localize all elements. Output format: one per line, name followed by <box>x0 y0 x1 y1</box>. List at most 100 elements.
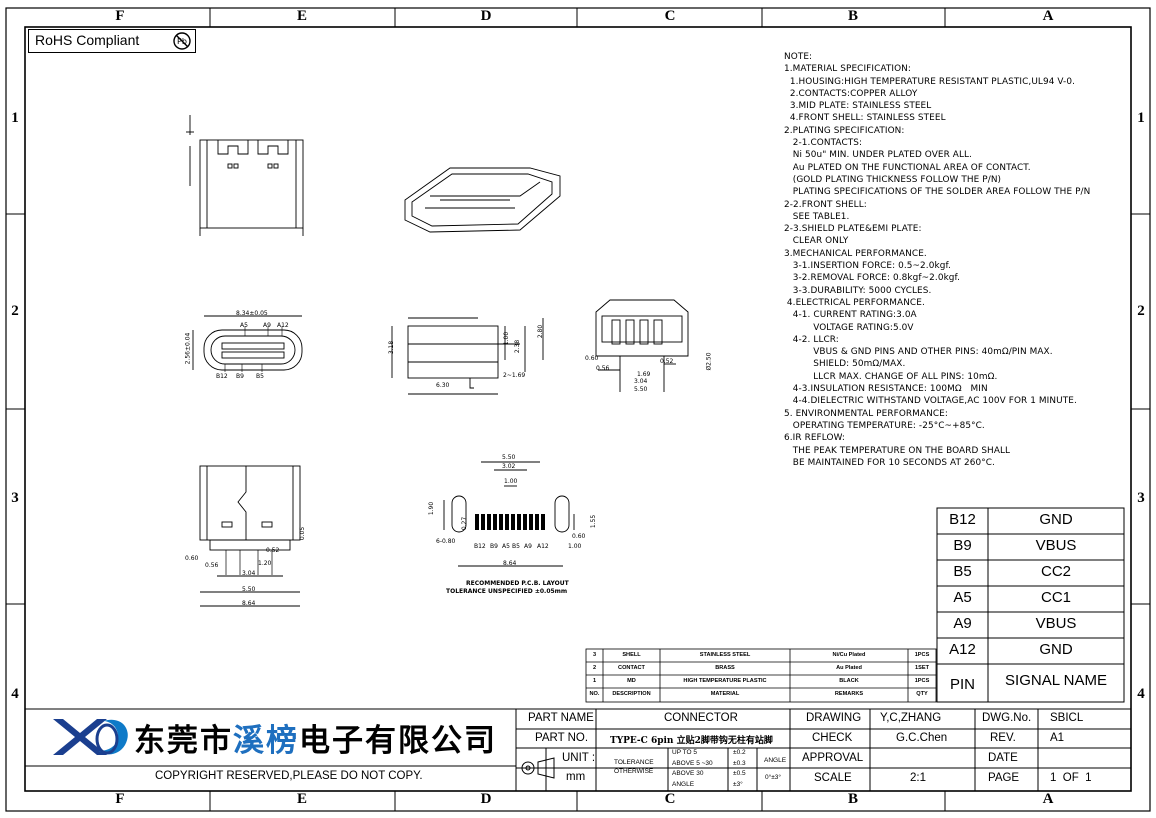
page-value: 1 OF 1 <box>1050 772 1092 784</box>
section-side-view <box>391 317 544 395</box>
pin-table-pin: A12 <box>949 641 976 658</box>
note-line: Ni 50u" MIN. UNDER PLATED OVER ALL. <box>784 150 972 161</box>
bom-cell-remarks: BLACK <box>839 678 859 684</box>
pcb-pin-a12: A12 <box>537 543 549 550</box>
otherwise-label: OTHERWISE <box>614 768 654 775</box>
note-line: VOLTAGE RATING:5.0V <box>784 322 914 333</box>
zone-col-e: E <box>296 8 307 24</box>
tolerance-value: ±0.3 <box>733 759 746 767</box>
bom-cell-no: 2 <box>592 665 597 671</box>
note-line: 4-1. CURRENT RATING:3.0A <box>784 310 917 321</box>
drawing-label: DRAWING <box>806 712 862 724</box>
note-line: (GOLD PLATING THICKNESS FOLLOW THE P/N) <box>784 174 1002 185</box>
note-line: 5. ENVIRONMENTAL PERFORMANCE: <box>784 408 948 419</box>
check-value: G.C.Chen <box>896 732 948 744</box>
front-view <box>192 315 303 372</box>
rev-label: REV. <box>990 732 1016 744</box>
approval-label: APPROVAL <box>802 752 864 764</box>
note-line: VBUS & GND PINS AND OTHER PINS: 40mΩ/PIN… <box>784 347 1053 358</box>
note-line: 3.MECHANICAL PERFORMANCE. <box>784 248 927 259</box>
dim-width: 8.34±0.05 <box>236 310 268 317</box>
note-line: PLATING SPECIFICATIONS OF THE SOLDER ARE… <box>784 187 1091 198</box>
pcb-dim-060: 0.60 <box>572 533 586 540</box>
zone-row-2: 2 <box>11 303 19 319</box>
pcb-pin-b9: B9 <box>490 543 498 550</box>
rohs-mark: Pb <box>177 37 187 46</box>
bot-dim-304: 3.04 <box>242 570 256 577</box>
company-name-suffix: 电子有限公司 <box>299 723 497 759</box>
rear-dim-169: 1.69 <box>637 371 651 378</box>
dwg-value: SBICL <box>1050 712 1084 724</box>
dim-169: 2~1.69 <box>503 372 526 379</box>
tolerance-range: UP TO 5 <box>672 749 697 756</box>
zone-row-4-right: 4 <box>1137 686 1145 702</box>
note-line: 3-1.INSERTION FORCE: 0.5~2.0kgf. <box>784 261 951 272</box>
pin-table-signal: CC2 <box>1040 563 1071 580</box>
bom-cell-qty: 1PCS <box>914 652 930 658</box>
note-line: SHIELD: 50mΩ/MAX. <box>784 359 906 370</box>
unit-label: UNIT : <box>562 752 596 764</box>
bom-cell-qty: 1SET <box>915 665 929 671</box>
tolerance-label: TOLERANCE <box>614 759 654 766</box>
bom-header-remarks: REMARKS <box>834 691 864 697</box>
pcb-pin-b5: B5 <box>512 543 520 550</box>
tolerance-value: ±3° <box>733 780 743 788</box>
zone-col-a: A <box>1042 8 1054 24</box>
note-line: CLEAR ONLY <box>784 236 849 247</box>
no-lead-icon: Pb <box>173 32 191 50</box>
pin-table-signal: VBUS <box>1035 615 1077 632</box>
pcb-pin-a5: A5 <box>502 543 510 550</box>
pcb-tolerance-caption: TOLERANCE UNSPECIFIED ±0.05mm <box>446 588 568 595</box>
bot-dim-056: 0.56 <box>205 562 219 569</box>
bom-header-qty: QTY <box>916 691 928 697</box>
zone-row-3: 3 <box>11 490 19 506</box>
company-name: 东莞市溪榜电子有限公司 <box>134 715 497 760</box>
pin-table-pin: A5 <box>953 589 972 606</box>
zone-col-f: F <box>115 8 125 24</box>
note-line: OPERATING TEMPERATURE: -25°C~+85°C. <box>784 420 985 431</box>
pin-table-pin: B9 <box>953 537 972 554</box>
note-line: 2-1.CONTACTS: <box>784 138 863 149</box>
note-line: 4-3.INSULATION RESISTANCE: 100MΩ MIN <box>784 384 988 395</box>
angle-label: ANGLE <box>764 757 787 764</box>
bot-dim-864: 8.64 <box>242 600 256 607</box>
zone-col-b-bottom: B <box>847 791 858 807</box>
scale-label: SCALE <box>814 772 852 784</box>
bot-dim-060: 0.60 <box>185 555 199 562</box>
bom-cell-remarks: Au Plated <box>836 665 862 671</box>
company-name-prefix: 东莞市 <box>134 723 233 759</box>
tolerance-range: ANGLE <box>672 780 695 788</box>
note-line: 2-2.FRONT SHELL: <box>784 199 867 210</box>
pin-table-signal: GND <box>1039 511 1073 528</box>
bom-cell-desc: MD <box>627 678 636 684</box>
note-line: 4-2. LLCR: <box>784 334 839 345</box>
rear-view <box>595 299 689 392</box>
notes-block: NOTE:1.MATERIAL SPECIFICATION: 1.HOUSING… <box>784 51 1129 469</box>
rev-value: A1 <box>1050 732 1065 744</box>
dwg-label: DWG.No. <box>982 712 1032 724</box>
rear-dim-052: 0.52 <box>660 358 674 365</box>
bot-dim-550: 5.50 <box>242 586 256 593</box>
zone-row-1-right: 1 <box>1137 110 1145 126</box>
note-line: 4-4.DIELECTRIC WITHSTAND VOLTAGE,AC 100V… <box>784 396 1077 407</box>
copyright-notice: COPYRIGHT RESERVED,PLEASE DO NOT COPY. <box>155 770 423 782</box>
drawing-value: Y,C,ZHANG <box>880 712 942 724</box>
unit-value: mm <box>566 771 586 783</box>
pcb-caption: RECOMMENDED P.C.B. LAYOUT <box>466 580 569 587</box>
company-name-highlight: 溪榜 <box>233 723 299 759</box>
note-line: 1.HOUSING:HIGH TEMPERATURE RESISTANT PLA… <box>784 76 1076 87</box>
note-line: NOTE: <box>784 52 813 62</box>
note-line: 4.ELECTRICAL PERFORMANCE. <box>784 297 925 308</box>
bom-cell-material: HIGH TEMPERATURE PLASTIC <box>683 678 767 684</box>
rohs-label: RoHS Compliant <box>35 32 140 48</box>
pin-table-signal: CC1 <box>1040 589 1071 606</box>
bom-cell-no: 1 <box>592 678 597 684</box>
bot-dim-120: 1.20 <box>258 560 272 567</box>
note-line: LLCR MAX. CHANGE OF ALL PINS: 10mΩ. <box>784 371 998 382</box>
bot-dim-052: 0.52 <box>266 547 280 554</box>
